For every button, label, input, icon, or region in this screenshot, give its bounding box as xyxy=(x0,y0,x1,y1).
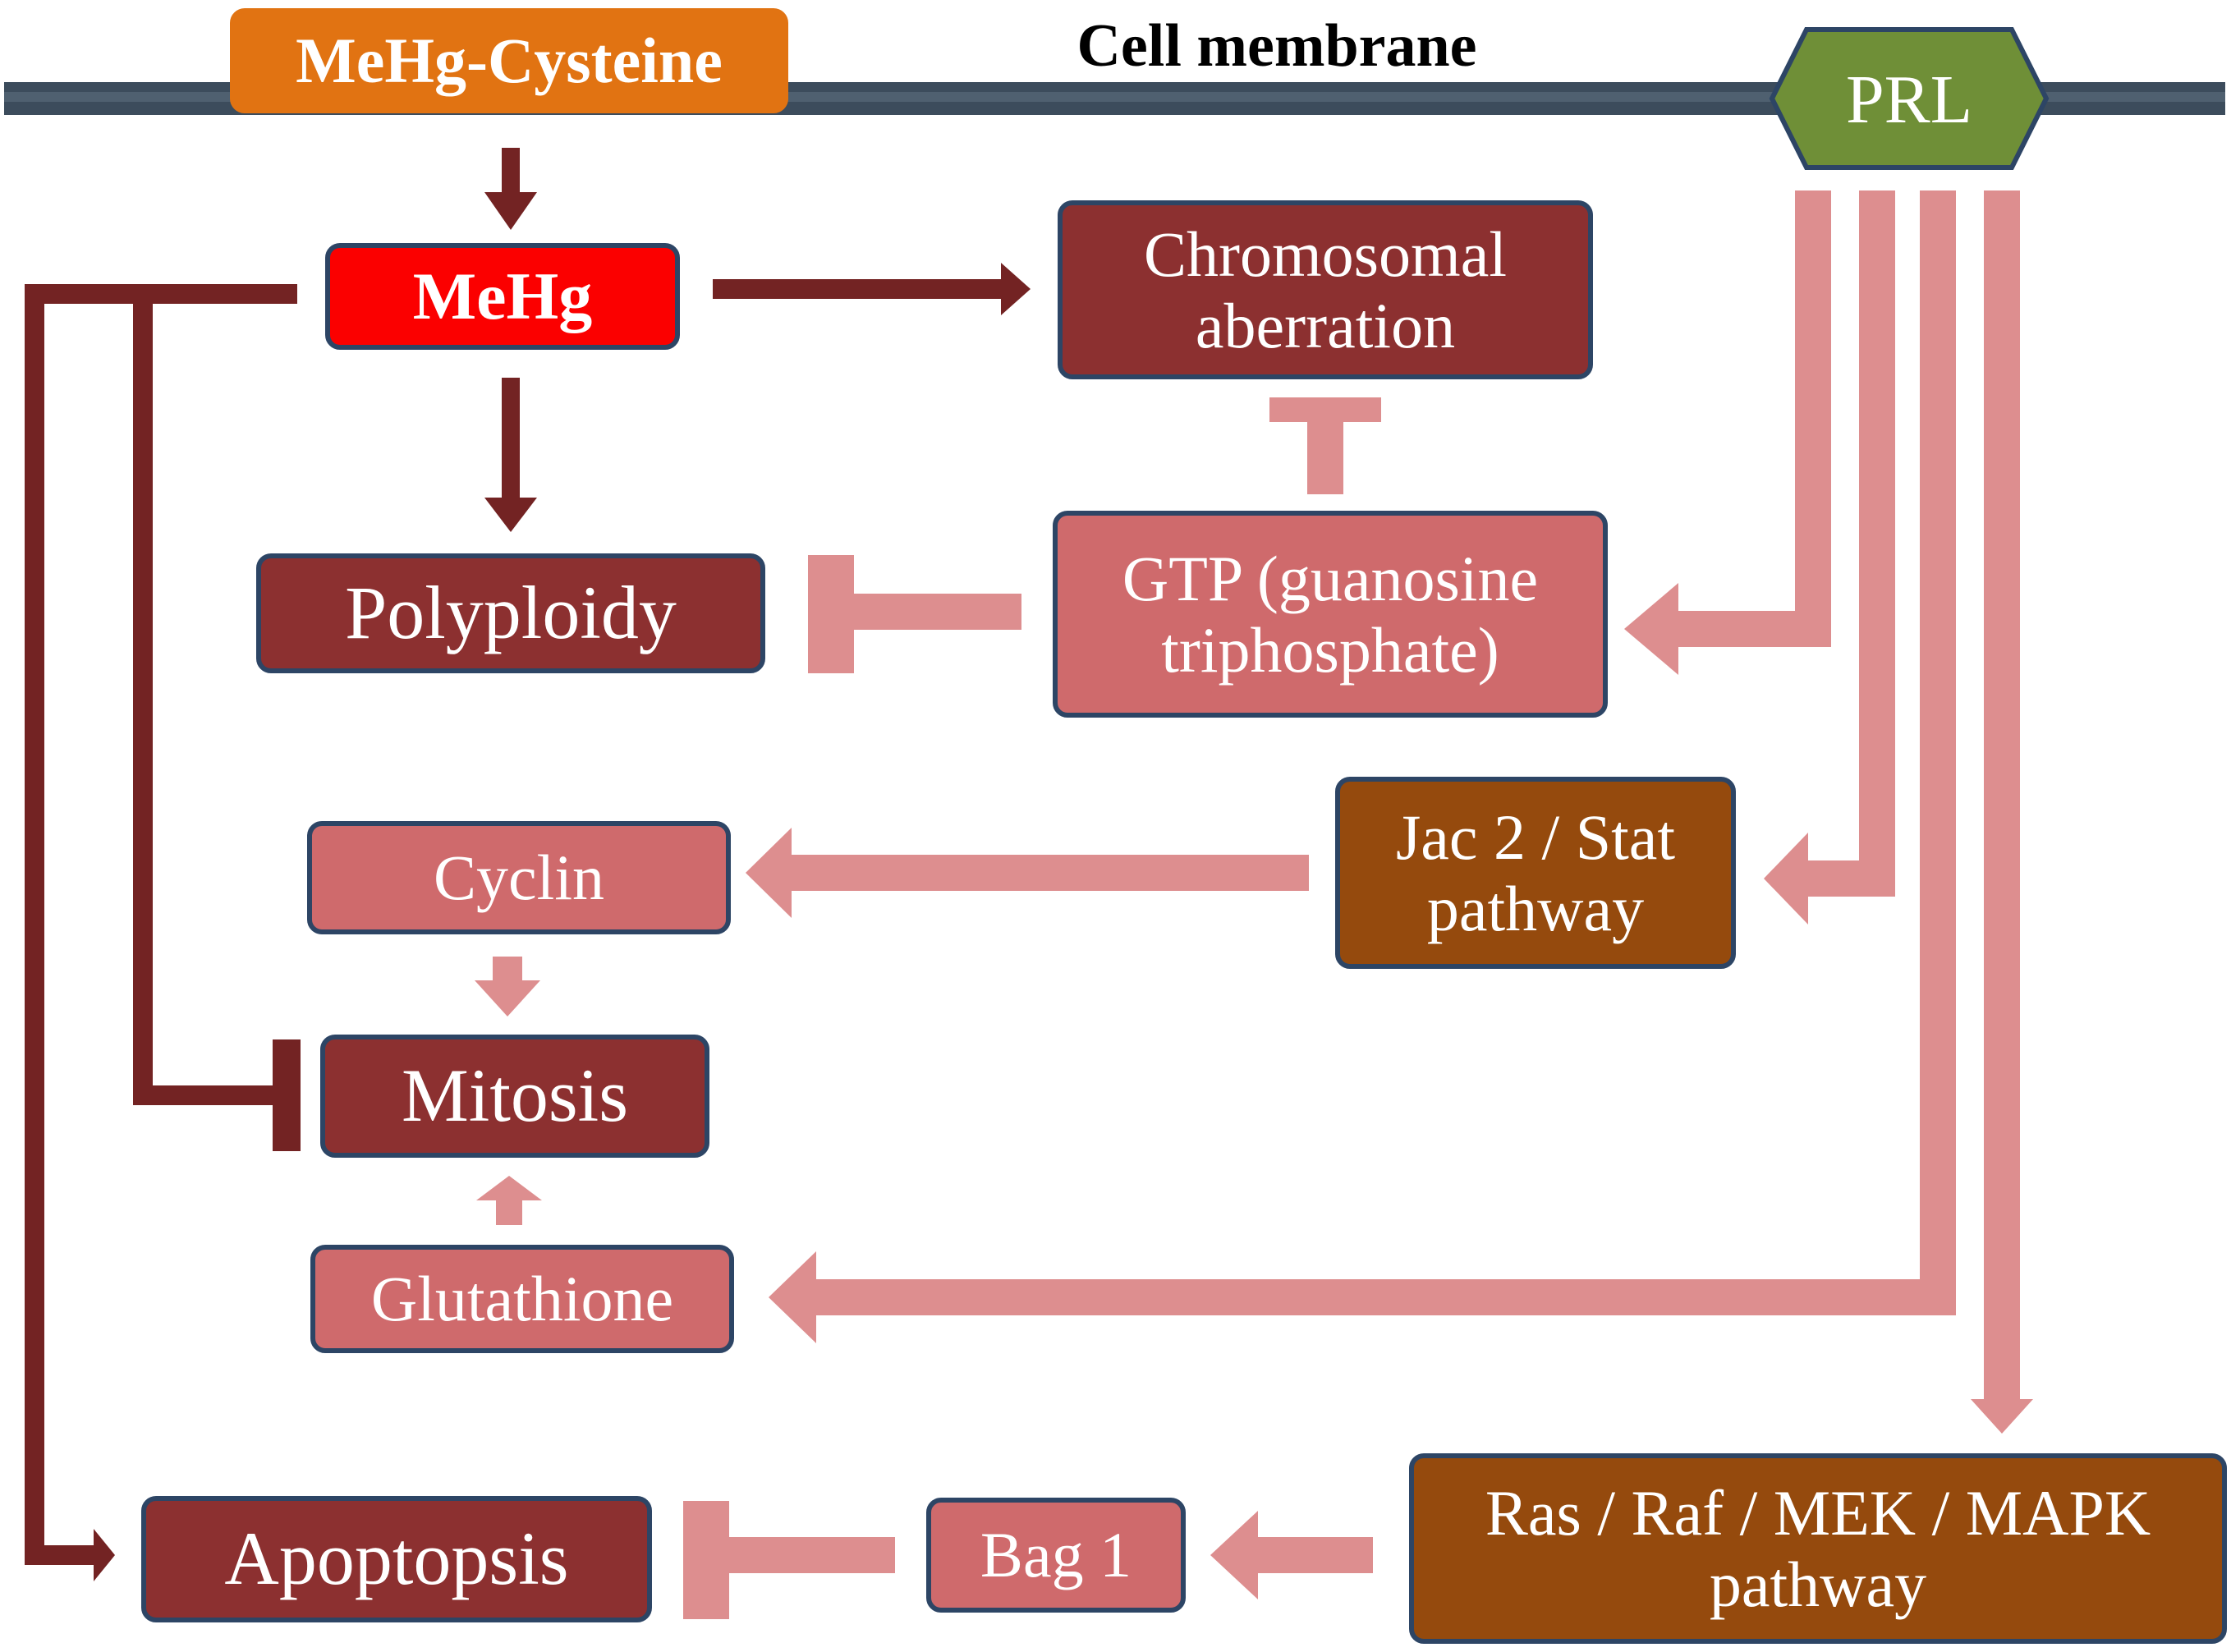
jac-stat-line-2: pathway xyxy=(1426,873,1645,944)
bag1-node: Bag 1 xyxy=(926,1498,1186,1613)
arrow-prl-to-gtp-head xyxy=(1624,583,1678,675)
arrow-prl-to-glutathione-horizontal xyxy=(813,1279,1956,1315)
mitosis-node: Mitosis xyxy=(320,1035,709,1158)
arrow-glutathione-to-mitosis-head xyxy=(476,1176,542,1200)
arrow-prl-to-jac-horizontal xyxy=(1805,860,1895,897)
jac-stat-node: Jac 2 / Stat pathway xyxy=(1335,777,1736,969)
arrow-mehg-to-chromosomal-shaft xyxy=(713,279,1004,299)
prl-effect-arrows xyxy=(475,190,2033,1619)
cell-membrane-label: Cell membrane xyxy=(1076,12,1477,80)
arrow-prl-to-jac-head xyxy=(1764,833,1808,925)
mehg-node: MeHg xyxy=(325,243,680,350)
ras-raf-mek-mapk-line-1: Ras / Raf / MEK / MAPK xyxy=(1485,1476,2151,1549)
gtp-line-1: GTP (guanosine xyxy=(1122,542,1539,614)
arrow-mehg-to-apoptosis-top xyxy=(25,284,158,304)
inhibit-mehg-to-mitosis-vertical xyxy=(133,284,153,1105)
inhibit-gtp-to-chromosomal-shaft xyxy=(1307,414,1343,494)
chromosomal-aberration-line-1: Chromosomal xyxy=(1144,218,1507,290)
ras-raf-mek-mapk-line-2: pathway xyxy=(1709,1549,1927,1620)
arrow-glutathione-to-mitosis-shaft xyxy=(496,1199,522,1225)
inhibit-mehg-to-mitosis-bar xyxy=(273,1039,301,1151)
arrow-mehg-to-polyploidy-head xyxy=(484,498,537,532)
inhibit-bag1-to-apoptosis-shaft xyxy=(706,1537,895,1573)
arrow-prl-to-ras-head xyxy=(1971,1399,2033,1434)
glutathione-node: Glutathione xyxy=(310,1245,734,1353)
mitosis-label: Mitosis xyxy=(401,1053,629,1138)
arrow-mehg-to-apoptosis-head xyxy=(94,1529,115,1581)
chromosomal-aberration-line-2: aberration xyxy=(1195,290,1456,361)
arrow-cysteine-to-mehg-head xyxy=(484,192,537,230)
arrow-prl-to-gtp-horizontal xyxy=(1675,611,1831,647)
mehg-effect-arrows xyxy=(25,148,1031,1581)
prl-hexagon xyxy=(1769,27,2050,170)
inhibit-gtp-to-polyploidy-shaft xyxy=(821,594,1021,630)
arrow-mehg-to-chromosomal-head xyxy=(1001,263,1031,315)
mehg-cysteine-node: MeHg-Cysteine xyxy=(230,8,788,113)
apoptosis-label: Apoptopsis xyxy=(224,1517,569,1601)
arrow-cysteine-to-mehg-shaft xyxy=(502,148,520,195)
arrow-jac-to-cyclin-head xyxy=(746,828,792,918)
inhibit-mehg-to-mitosis-top xyxy=(133,284,297,304)
bag1-label: Bag 1 xyxy=(980,1519,1132,1591)
chromosomal-aberration-node: Chromosomal aberration xyxy=(1058,200,1593,379)
inhibit-gtp-to-polyploidy-bar xyxy=(808,555,854,673)
arrow-mehg-to-apoptosis-bottom xyxy=(25,1545,99,1565)
cyclin-label: Cyclin xyxy=(434,842,604,914)
mehg-cysteine-label: MeHg-Cysteine xyxy=(296,25,723,97)
arrow-prl-to-jac-vertical xyxy=(1859,190,1895,897)
arrow-jac-to-cyclin-shaft xyxy=(788,855,1309,891)
glutathione-label: Glutathione xyxy=(370,1263,674,1335)
arrow-mehg-to-polyploidy-shaft xyxy=(502,378,520,501)
arrow-prl-to-ras-shaft xyxy=(1984,190,2020,1404)
arrow-prl-to-glutathione-head xyxy=(769,1251,816,1343)
inhibit-mehg-to-mitosis-horizontal xyxy=(133,1085,281,1105)
jac-stat-line-1: Jac 2 / Stat xyxy=(1395,801,1676,873)
prl-label: PRL xyxy=(1845,61,1973,138)
polyploidy-label: Polyploidy xyxy=(345,571,677,655)
ras-raf-mek-mapk-node: Ras / Raf / MEK / MAPK pathway xyxy=(1409,1453,2227,1644)
inhibit-bag1-to-apoptosis-bar xyxy=(683,1501,729,1619)
inhibit-gtp-to-chromosomal-bar xyxy=(1269,397,1381,422)
mehg-label: MeHg xyxy=(412,259,593,334)
arrow-cyclin-to-mitosis-shaft xyxy=(493,957,522,984)
gtp-node: GTP (guanosine triphosphate) xyxy=(1053,511,1608,718)
arrow-cyclin-to-mitosis-head xyxy=(475,980,540,1016)
arrow-mehg-to-apoptosis-vertical xyxy=(25,284,44,1565)
arrow-ras-to-bag1-head xyxy=(1210,1511,1258,1599)
arrow-ras-to-bag1-shaft xyxy=(1256,1537,1373,1573)
arrow-prl-to-glutathione-vertical xyxy=(1920,190,1956,1315)
polyploidy-node: Polyploidy xyxy=(256,553,765,673)
cyclin-node: Cyclin xyxy=(307,821,731,934)
apoptosis-node: Apoptopsis xyxy=(141,1496,652,1622)
gtp-line-2: triphosphate) xyxy=(1161,614,1499,686)
arrow-prl-to-gtp-vertical xyxy=(1795,190,1831,647)
